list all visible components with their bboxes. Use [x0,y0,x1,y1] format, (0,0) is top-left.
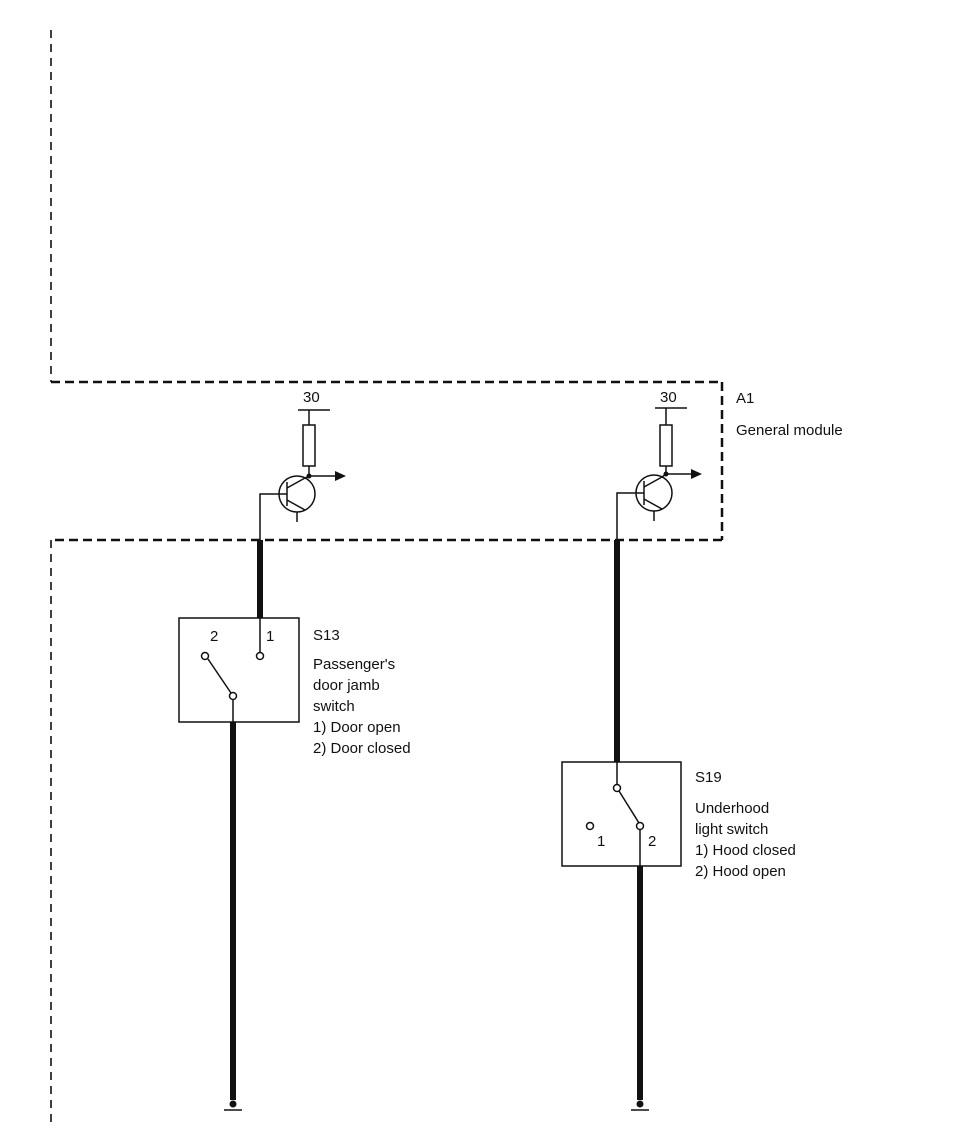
switch-s19-box [561,761,682,867]
switch-s13-name-line: switch [313,698,355,715]
ground-icon [631,1100,649,1111]
switch-s19-contact-arm [618,790,640,824]
switch-s19 [561,761,682,867]
switch-s13-contact-arm [207,658,232,694]
switch-s19-pin-1: 1 [597,833,605,850]
switch-s19-name-line: light switch [695,821,768,838]
driver-transistor-right [616,407,702,540]
switch-s13-position: 2) Door closed [313,740,411,757]
module-name-label: General module [736,422,843,439]
switch-s13-id: S13 [313,627,340,644]
output-arrow-icon [691,469,702,479]
pullup-resistor-right [659,424,673,467]
driver-transistor-left [259,409,346,540]
switch-s13-box [178,617,300,723]
switch-s19-pin-2: 2 [648,833,656,850]
switch-s13-position: 1) Door open [313,719,401,736]
switch-s13-name-line: Passenger's [313,656,395,673]
terminal-30-label-left: 30 [303,389,320,406]
switch-s19-id: S19 [695,769,722,786]
output-arrow-icon [335,471,346,481]
pullup-resistor-left [302,424,316,467]
ground-icon [224,1100,242,1111]
module-id-label: A1 [736,390,754,407]
switch-s13 [178,617,300,723]
switch-s13-name-line: door jamb [313,677,380,694]
switch-s19-position: 1) Hood closed [695,842,796,859]
switch-s13-pin-1: 1 [266,628,274,645]
switch-s19-position: 2) Hood open [695,863,786,880]
terminal-30-label-right: 30 [660,389,677,406]
switch-s19-name-line: Underhood [695,800,769,817]
switch-s13-pin-2: 2 [210,628,218,645]
module-a1-boundary [50,30,724,1128]
